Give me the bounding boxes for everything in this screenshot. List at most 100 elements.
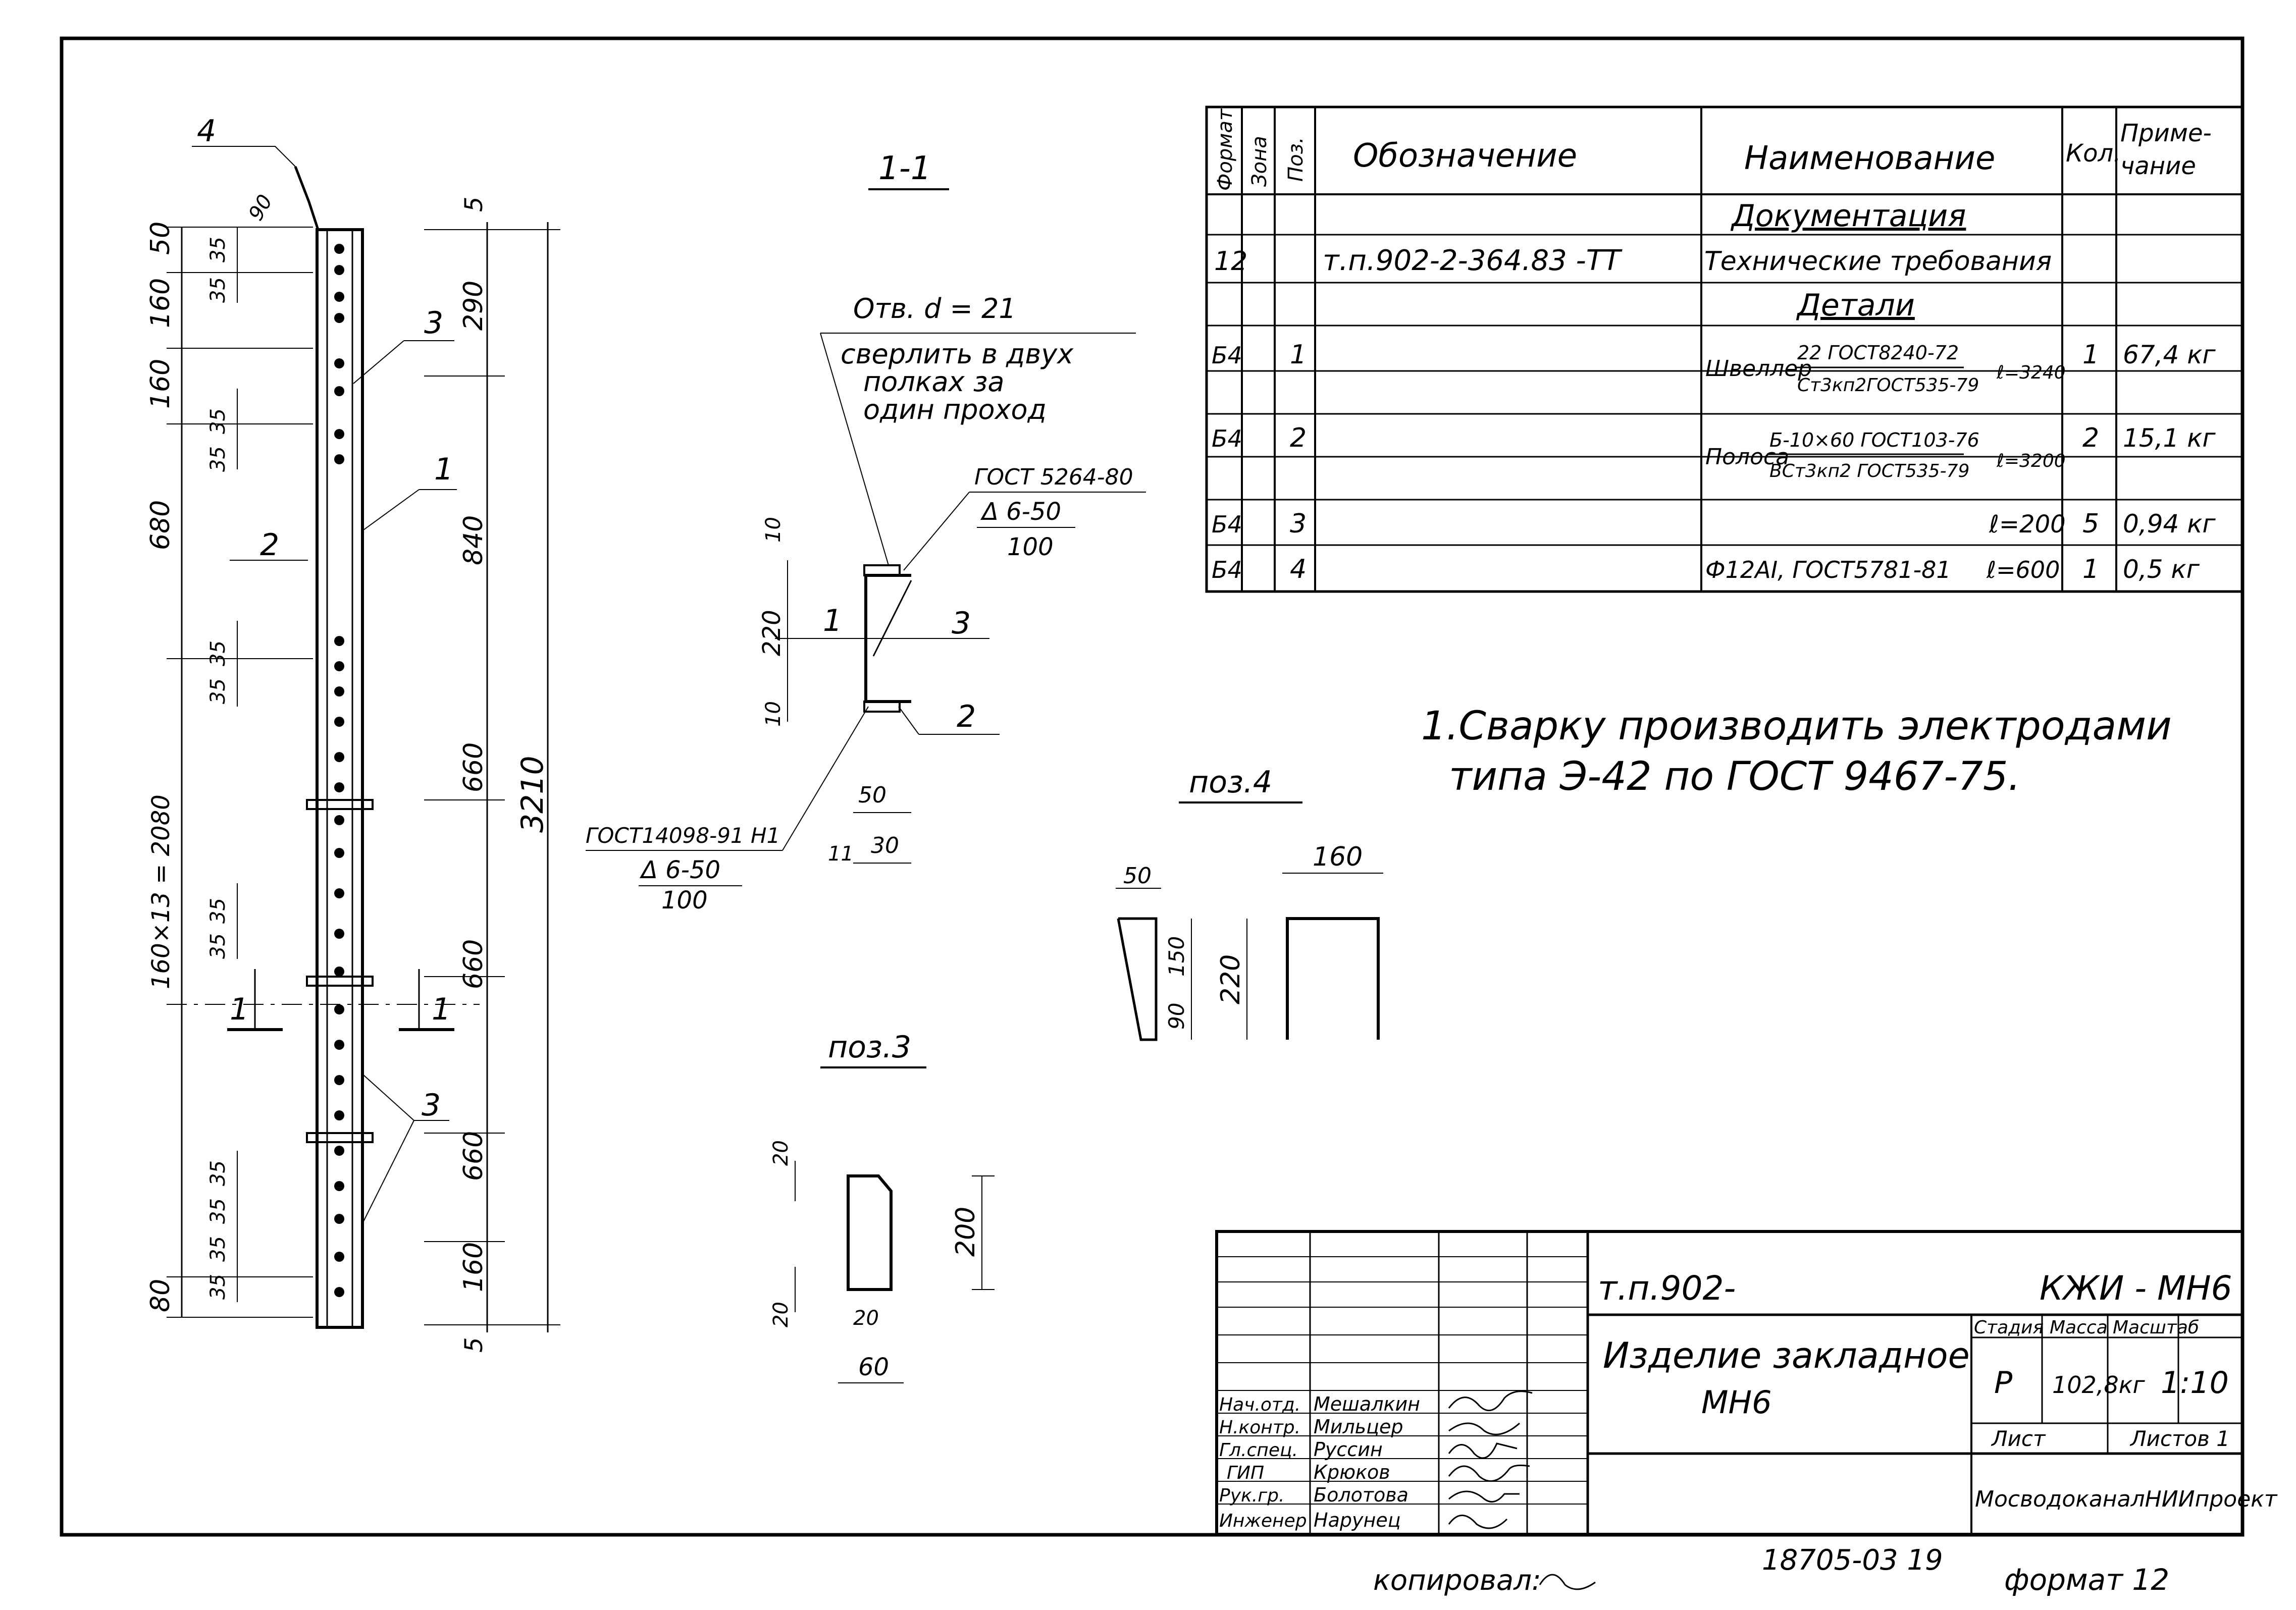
sec-label-1: 1: [823, 603, 842, 638]
doc-name: Технические требования: [1704, 246, 2052, 277]
tb-sheets: Листов 1: [2129, 1426, 2230, 1451]
elevation-view: 50 160 160 680 160×13 = 2080 80 35 35 90…: [145, 114, 560, 1353]
dim-left-680: 680: [145, 500, 176, 550]
dim-left-80: 80: [145, 1279, 176, 1312]
tb-name-2: МН6: [1701, 1384, 1772, 1421]
elev-label-4: 4: [197, 114, 216, 149]
dim-small-35-b: 35: [206, 277, 230, 303]
dim-small-35-f: 35: [206, 678, 230, 704]
row1-format: Б4: [1212, 342, 1242, 369]
note-line-2: типа Э-42 по ГОСТ 9467-75.: [1449, 754, 2020, 799]
hole-note-4: один проход: [863, 394, 1047, 425]
dim-right-660c: 660: [458, 1131, 489, 1181]
poz3-dim-200: 200: [951, 1207, 981, 1257]
tb-role-4: ГИП: [1227, 1463, 1264, 1483]
detail-poz3: поз.3 20 20 200 20 60: [769, 1030, 995, 1383]
header-qty: Кол.: [2066, 139, 2121, 168]
footer-format: формат 12: [2004, 1563, 2169, 1597]
poz3-dim-20a: 20: [769, 1140, 793, 1166]
weld-bot-spec: Δ 6-50: [639, 856, 720, 884]
tb-role-3: Гл.спец.: [1219, 1440, 1298, 1461]
row4-format: Б4: [1212, 556, 1242, 583]
tb-mass-hdr: Масса: [2050, 1317, 2108, 1338]
doc-designation: т.п.902-2-364.83 -ТТ: [1323, 244, 1623, 277]
section-parts: Детали: [1796, 288, 1915, 323]
footer-copied: копировал:: [1373, 1564, 1541, 1597]
poz3-dim-20c: 20: [853, 1307, 879, 1330]
dim-small-35-j: 35: [206, 1198, 230, 1224]
section-marker-left: 1: [230, 992, 249, 1027]
dim-small-35-d: 35: [206, 446, 230, 472]
dim-left-160a: 160: [145, 278, 176, 328]
tb-name-1: Изделие закладное: [1603, 1335, 1970, 1376]
section-1-1: 1-1 Отв. d = 21 сверлить в двух полках з…: [586, 150, 1146, 915]
dim-small-35-e: 35: [206, 640, 230, 666]
row1-name-prefix: Швеллер: [1705, 356, 1812, 382]
tb-org: МосводоканалНИИпроект: [1975, 1486, 2278, 1512]
tb-role-1: Нач.отд.: [1219, 1394, 1300, 1415]
dim-right-160: 160: [458, 1242, 489, 1292]
row2-name-prefix: Полоса: [1705, 444, 1789, 470]
tb-mass: 102,8кг: [2052, 1371, 2145, 1399]
dim-right-5-bottom: 5: [460, 1337, 488, 1353]
section-1-1-title: 1-1: [878, 150, 931, 187]
specification-table: Формат Зона Поз. Обозначение Наименовани…: [1205, 105, 2244, 593]
poz4-dim-90: 90: [1164, 1003, 1189, 1030]
dim-left-160x13: 160×13 = 2080: [147, 794, 175, 989]
header-format: Формат: [1214, 108, 1237, 191]
row3-note: 0,94 кг: [2123, 509, 2216, 539]
row1-name-bottom: Ст3кп2ГОСТ535-79: [1797, 375, 1979, 396]
header-zone: Зона: [1248, 136, 1271, 187]
header-note-1: Приме-: [2120, 119, 2212, 147]
dim-left-160b: 160: [145, 359, 176, 409]
poz3-dim-20b: 20: [769, 1302, 793, 1327]
row1-pos: 1: [1290, 340, 1307, 370]
tb-person-1: Мешалкин: [1314, 1393, 1420, 1415]
tb-role-6: Инженер: [1219, 1511, 1307, 1531]
row2-name-top: Б-10×60 ГОСТ103-76: [1769, 429, 1979, 451]
tb-stage-hdr: Стадия: [1974, 1317, 2044, 1338]
header-note-2: чание: [2120, 152, 2196, 180]
row3-name: ℓ=200: [1989, 510, 2066, 539]
dim-right-840: 840: [458, 515, 489, 565]
row1-qty: 1: [2082, 340, 2099, 370]
tb-project: т.п.902-: [1598, 1269, 1736, 1308]
section-documentation: Документация: [1730, 198, 1966, 234]
dim-small-35-k: 35: [206, 1236, 230, 1262]
header-pos: Поз.: [1284, 137, 1308, 182]
dim-1-1-50: 50: [858, 782, 886, 808]
dim-right-660a: 660: [458, 742, 489, 792]
tb-stage: Р: [1994, 1365, 2013, 1401]
row1-length: ℓ=3240: [1996, 362, 2066, 383]
dim-small-35-c: 35: [206, 408, 230, 434]
detail-poz4: поз.4 50 160 150 90 220: [1116, 765, 1383, 1041]
tb-person-3: Руссин: [1314, 1438, 1383, 1461]
row4-note: 0,5 кг: [2123, 555, 2200, 584]
row2-qty: 2: [2082, 423, 2099, 453]
hole-note-2: сверлить в двух: [841, 338, 1074, 370]
section-marker-right: 1: [432, 992, 451, 1027]
dim-right-5-top: 5: [460, 196, 488, 212]
dim-1-1-10a: 10: [762, 517, 785, 543]
elev-label-3-top: 3: [424, 305, 443, 341]
tb-person-6: Нарунец: [1314, 1509, 1401, 1531]
poz4-title: поз.4: [1189, 765, 1272, 800]
tb-scale: 1:10: [2161, 1365, 2229, 1401]
row4-pos: 4: [1290, 554, 1307, 584]
sec-label-3: 3: [952, 606, 971, 641]
dim-small-35-l: 35: [206, 1274, 230, 1300]
dim-1-1-30: 30: [871, 833, 899, 858]
footer: копировал: 18705-03 19 формат 12: [1373, 1544, 2169, 1597]
poz4-dim-150: 150: [1164, 936, 1189, 977]
dim-total-3210: 3210: [515, 756, 550, 833]
tb-person-2: Мильцер: [1314, 1416, 1403, 1438]
dim-right-290: 290: [458, 281, 489, 331]
tb-sheet: Лист: [1991, 1426, 2046, 1451]
signatures: [1448, 1390, 1533, 1529]
row3-format: Б4: [1212, 511, 1242, 538]
weld-top-std: ГОСТ 5264-80: [974, 464, 1133, 490]
poz3-dim-60: 60: [858, 1353, 889, 1381]
row4-qty: 1: [2082, 554, 2099, 584]
weld-bot-std: ГОСТ14098-91 Н1: [586, 823, 780, 848]
